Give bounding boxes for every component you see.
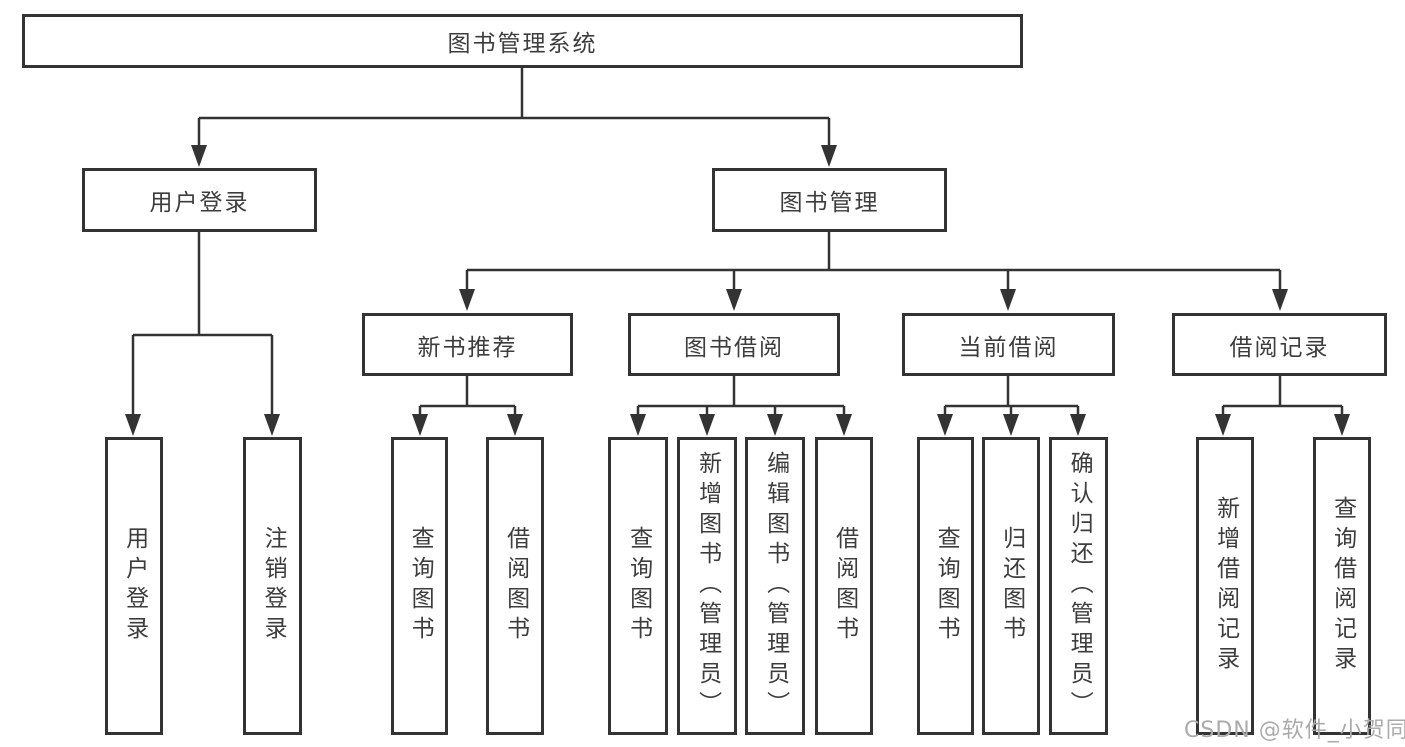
node-book-borrow: 图书借阅	[628, 313, 840, 376]
node-label: 查询图书	[933, 526, 960, 646]
node-root: 图书管理系统	[22, 14, 1023, 68]
arrow-icon	[1272, 289, 1288, 311]
arrow-icon	[726, 289, 742, 311]
node-label: 新增图书（管理员）	[694, 451, 721, 721]
node-borrow-records: 借阅记录	[1172, 313, 1387, 376]
watermark: CSDN @软件_小贺同学	[1184, 718, 1405, 743]
node-label: 编辑图书（管理员）	[762, 451, 789, 721]
arrow-icon	[1334, 414, 1350, 436]
node-label: 借阅记录	[1229, 334, 1330, 361]
arrow-icon	[1003, 414, 1019, 436]
leaf-edit-book-admin: 编辑图书（管理员）	[745, 437, 805, 735]
node-label: 借阅图书	[831, 526, 858, 646]
node-label: 图书管理	[779, 190, 880, 216]
arrow-icon	[1215, 414, 1231, 436]
leaf-query-books-1: 查询图书	[391, 437, 448, 735]
arrow-icon	[1000, 289, 1016, 311]
arrow-icon	[699, 414, 715, 436]
node-label: 用户登录	[149, 190, 250, 216]
arrow-icon	[264, 414, 280, 436]
node-book-management: 图书管理	[712, 168, 947, 232]
arrow-icon	[1070, 414, 1086, 436]
arrow-icon	[767, 414, 783, 436]
leaf-borrow-books-2: 借阅图书	[815, 437, 873, 735]
node-user-login: 用户登录	[82, 168, 317, 232]
node-label: 新书推荐	[417, 334, 518, 361]
leaf-query-books-3: 查询图书	[917, 437, 974, 735]
leaf-logout: 注销登录	[243, 437, 302, 735]
leaf-borrow-books-1: 借阅图书	[486, 437, 544, 735]
node-label: 当前借阅	[958, 334, 1059, 361]
node-label: 借阅图书	[502, 526, 529, 646]
node-label: 确认归还（管理员）	[1066, 451, 1093, 721]
node-label: 图书管理系统	[447, 31, 598, 57]
node-current-borrow: 当前借阅	[902, 313, 1115, 376]
arrow-icon	[412, 414, 428, 436]
connector-segments	[131, 66, 1344, 416]
arrow-icon	[937, 414, 953, 436]
node-label: 查询借阅记录	[1329, 496, 1356, 676]
node-new-book-recommend: 新书推荐	[362, 313, 573, 376]
node-label: 注销登录	[260, 526, 287, 646]
leaf-add-book-admin: 新增图书（管理员）	[677, 437, 737, 735]
node-label: 新增借阅记录	[1212, 496, 1239, 676]
node-label: 归还图书	[998, 526, 1025, 646]
node-label: 查询图书	[625, 526, 652, 646]
leaf-query-borrow-record: 查询借阅记录	[1313, 437, 1371, 735]
leaf-query-books-2: 查询图书	[608, 437, 668, 735]
arrow-icon	[125, 414, 141, 436]
leaf-confirm-return-admin: 确认归还（管理员）	[1049, 437, 1108, 735]
arrow-icon	[821, 145, 837, 167]
arrow-icon	[507, 414, 523, 436]
leaf-return-books: 归还图书	[982, 437, 1040, 735]
arrow-icon	[459, 289, 475, 311]
node-label: 查询图书	[407, 526, 434, 646]
arrow-icon	[630, 414, 646, 436]
arrow-icon	[191, 145, 207, 167]
leaf-user-login: 用户登录	[105, 437, 163, 735]
leaf-add-borrow-record: 新增借阅记录	[1196, 437, 1254, 735]
arrowheads	[125, 145, 1350, 436]
node-label: 图书借阅	[684, 334, 784, 361]
arrow-icon	[836, 414, 852, 436]
node-label: 用户登录	[121, 526, 148, 646]
